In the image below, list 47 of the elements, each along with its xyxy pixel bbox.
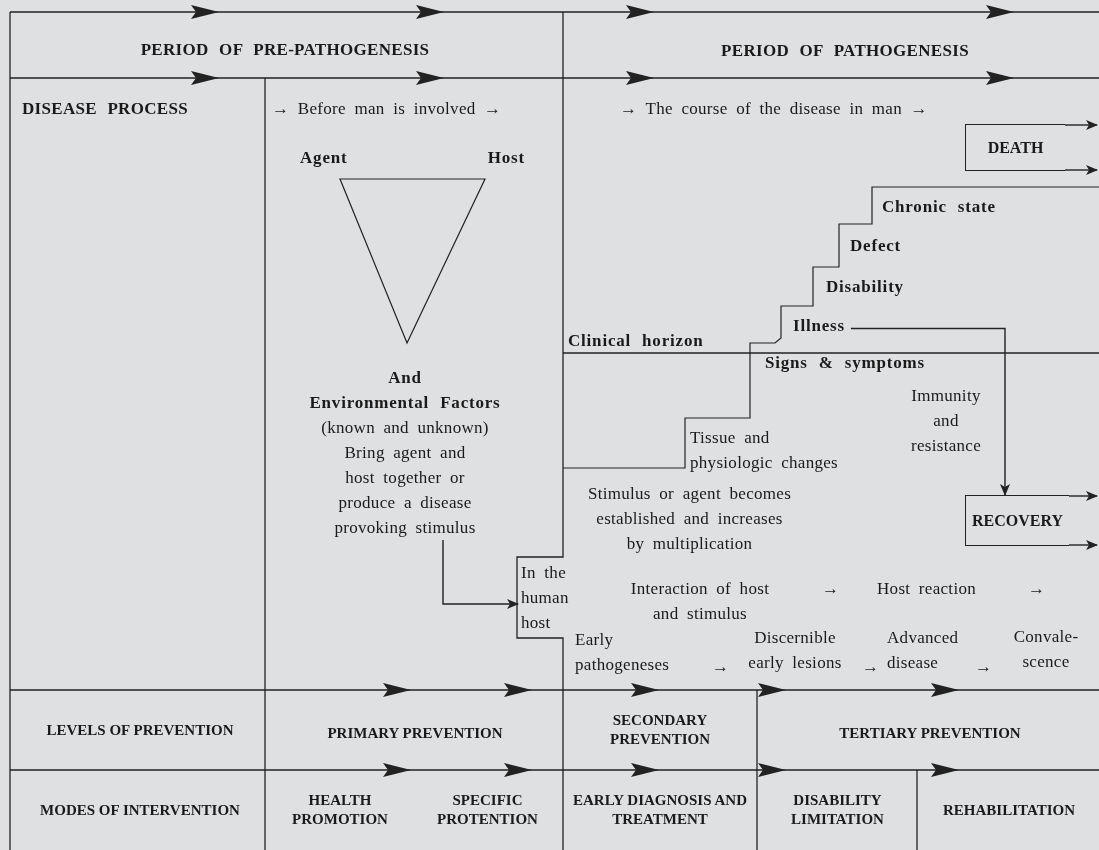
row-heading: LEVELS OF PREVENTION [45,720,235,740]
intervention-mode: DISABILITY LIMITATION [790,791,885,829]
arrow [1064,120,1098,130]
process-text: Stimulus or agent becomes established and increases by multiplication [586,482,793,555]
stage-label: Chronic state [882,195,997,218]
intervention-mode: SPECIFIC PROTENTION [436,791,539,829]
arrow-symbol: → [975,655,994,678]
arrow [442,539,519,609]
process-text: Convale- scence [1012,626,1080,673]
prevention-level: PRIMARY PREVENTION [326,723,504,743]
arrow-symbol: → [822,577,841,600]
stage-label: Disability [826,275,905,298]
process-text: → Before man is involved → [272,97,503,120]
factor-note: (known and unknown) [320,417,490,439]
row-heading: MODES OF INTERVENTION [40,800,240,820]
process-text: → The course of the disease in man → [620,97,929,120]
arrow [1068,491,1098,501]
factor-text: Bring agent and host together or produce a disease provoking stimulus [333,442,477,539]
intervention-mode: HEALTH PROMOTION [291,791,389,829]
agent-label: Agent [300,146,349,169]
process-text: Immunity and resistance [910,384,982,457]
connector-word: And [387,367,423,389]
process-text: Tissue and physiologic changes [690,427,840,474]
host-label: Host [486,146,525,169]
arrow [850,327,1010,496]
factor-heading: Environmental Factors [308,392,502,414]
arrow-symbol: → [712,655,731,678]
stage-label: Illness [793,313,845,338]
prevention-level: TERTIARY PREVENTION [838,723,1022,743]
period-heading: PERIOD OF PRE-PATHOGENESIS [139,38,431,61]
horizon-label: Clinical horizon [568,329,705,352]
process-text: Interaction of host and stimulus [629,578,771,625]
arrow [1064,165,1098,175]
process-text: Discernible early lesions [747,627,843,674]
prevention-level: SECONDARY PREVENTION [609,711,711,749]
process-text: Advanced disease [887,627,960,674]
arrow [1068,540,1098,550]
period-heading: PERIOD OF PATHOGENESIS [720,39,970,62]
outcome-box: RECOVERY [965,495,1069,546]
stage-label: Signs & symptoms [765,351,926,374]
process-text: Host reaction [877,577,977,600]
arrow-symbol: → [1028,577,1047,600]
outcome-box: DEATH [965,124,1065,171]
intervention-mode: REHABILITATION [942,800,1076,820]
stage-label: Defect [850,234,903,257]
intervention-mode: EARLY DIAGNOSIS AND TREATMENT [572,791,748,829]
row-heading: DISEASE PROCESS [22,97,189,120]
